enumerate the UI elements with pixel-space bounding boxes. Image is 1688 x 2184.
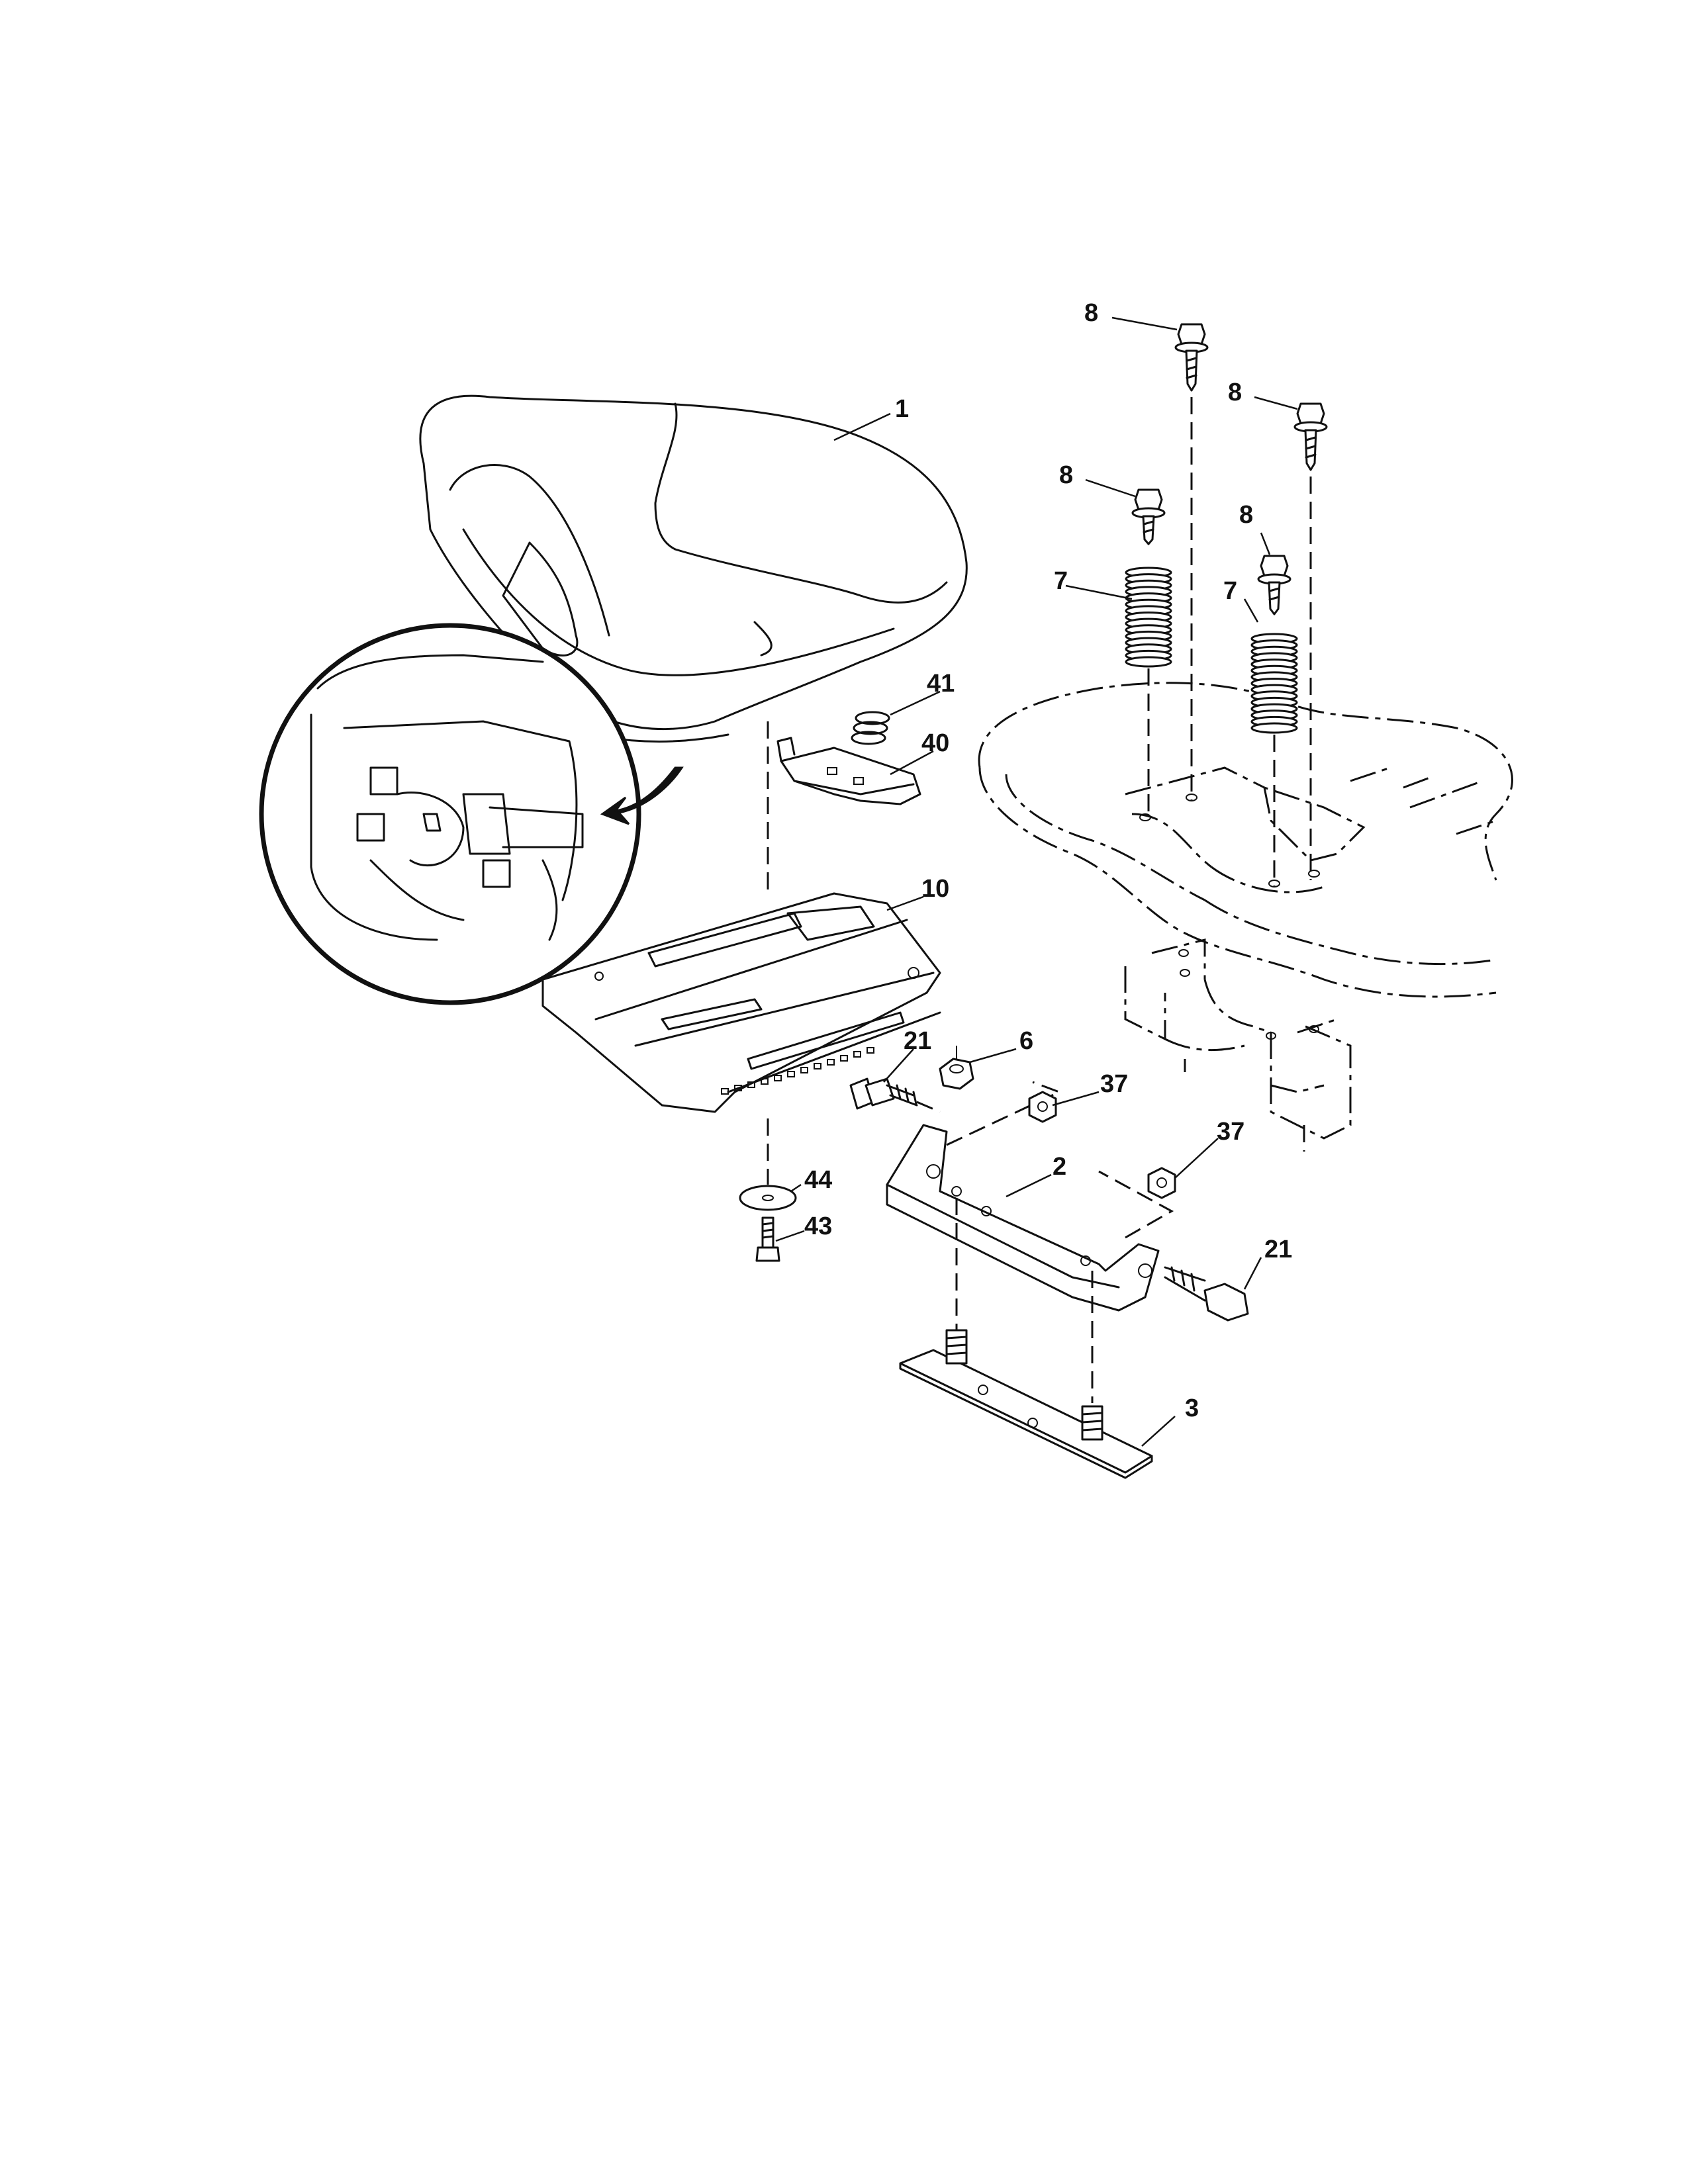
callout-44: 44 — [804, 1166, 832, 1194]
callout-21-right: 21 — [1264, 1236, 1292, 1263]
chassis-holes — [1139, 794, 1320, 1040]
leader-lines — [775, 316, 1298, 1447]
dash-bracket-nut — [946, 1081, 1062, 1146]
bolt-b-drawing — [1293, 402, 1328, 471]
callout-8-d: 8 — [1239, 501, 1253, 529]
callout-8-a: 8 — [1084, 299, 1098, 327]
slot-holes — [721, 1047, 874, 1095]
callout-3: 3 — [1185, 1394, 1199, 1422]
callout-37-upper: 37 — [1100, 1070, 1128, 1098]
shoulder-bolt-left-drawing — [849, 1077, 918, 1110]
callout-40: 40 — [921, 729, 949, 757]
small-bolt-drawing — [755, 1216, 780, 1262]
seat-pan-drawing — [541, 892, 941, 1113]
bolt-d-drawing — [1257, 555, 1291, 615]
callout-2: 2 — [1053, 1153, 1066, 1181]
switch-bracket-drawing — [776, 737, 921, 805]
washer-drawing — [739, 1185, 797, 1211]
callout-labels: 1 8 8 8 8 7 7 41 40 10 21 6 37 37 2 44 4… — [804, 299, 1292, 1422]
nut-center-drawing — [939, 1058, 974, 1090]
detail-inset — [259, 623, 641, 1005]
dash-bracket-right — [1098, 1170, 1174, 1239]
plate-drawing — [899, 1329, 1153, 1479]
callout-8-b: 8 — [1228, 379, 1242, 406]
callout-8-c: 8 — [1059, 461, 1073, 489]
nut-lower-drawing — [1147, 1167, 1176, 1199]
spring-right-drawing — [1250, 633, 1298, 734]
spring-coil — [1250, 722, 1298, 734]
callout-21-left: 21 — [904, 1027, 931, 1055]
shoulder-bolt-right-drawing — [1164, 1266, 1249, 1322]
chassis-outline — [978, 682, 1513, 1152]
spring-coil — [1125, 656, 1172, 668]
callout-37-lower: 37 — [1217, 1118, 1244, 1146]
callout-10: 10 — [921, 875, 949, 903]
callout-43: 43 — [804, 1212, 832, 1240]
callout-41: 41 — [927, 670, 955, 698]
callout-1: 1 — [895, 395, 909, 423]
nut-upper-drawing — [1028, 1091, 1057, 1123]
spring-left-drawing — [1125, 567, 1172, 668]
curved-arrow — [600, 766, 684, 825]
dash-bolt21-left — [916, 1101, 941, 1113]
compression-spring-drawing — [851, 711, 890, 745]
callout-6: 6 — [1019, 1027, 1033, 1055]
bolt-a-drawing — [1174, 323, 1209, 392]
bolt-c-drawing — [1131, 488, 1166, 545]
callout-7-left: 7 — [1054, 567, 1068, 595]
callout-7-right: 7 — [1223, 577, 1237, 605]
bracket-drawing — [886, 1124, 1160, 1312]
